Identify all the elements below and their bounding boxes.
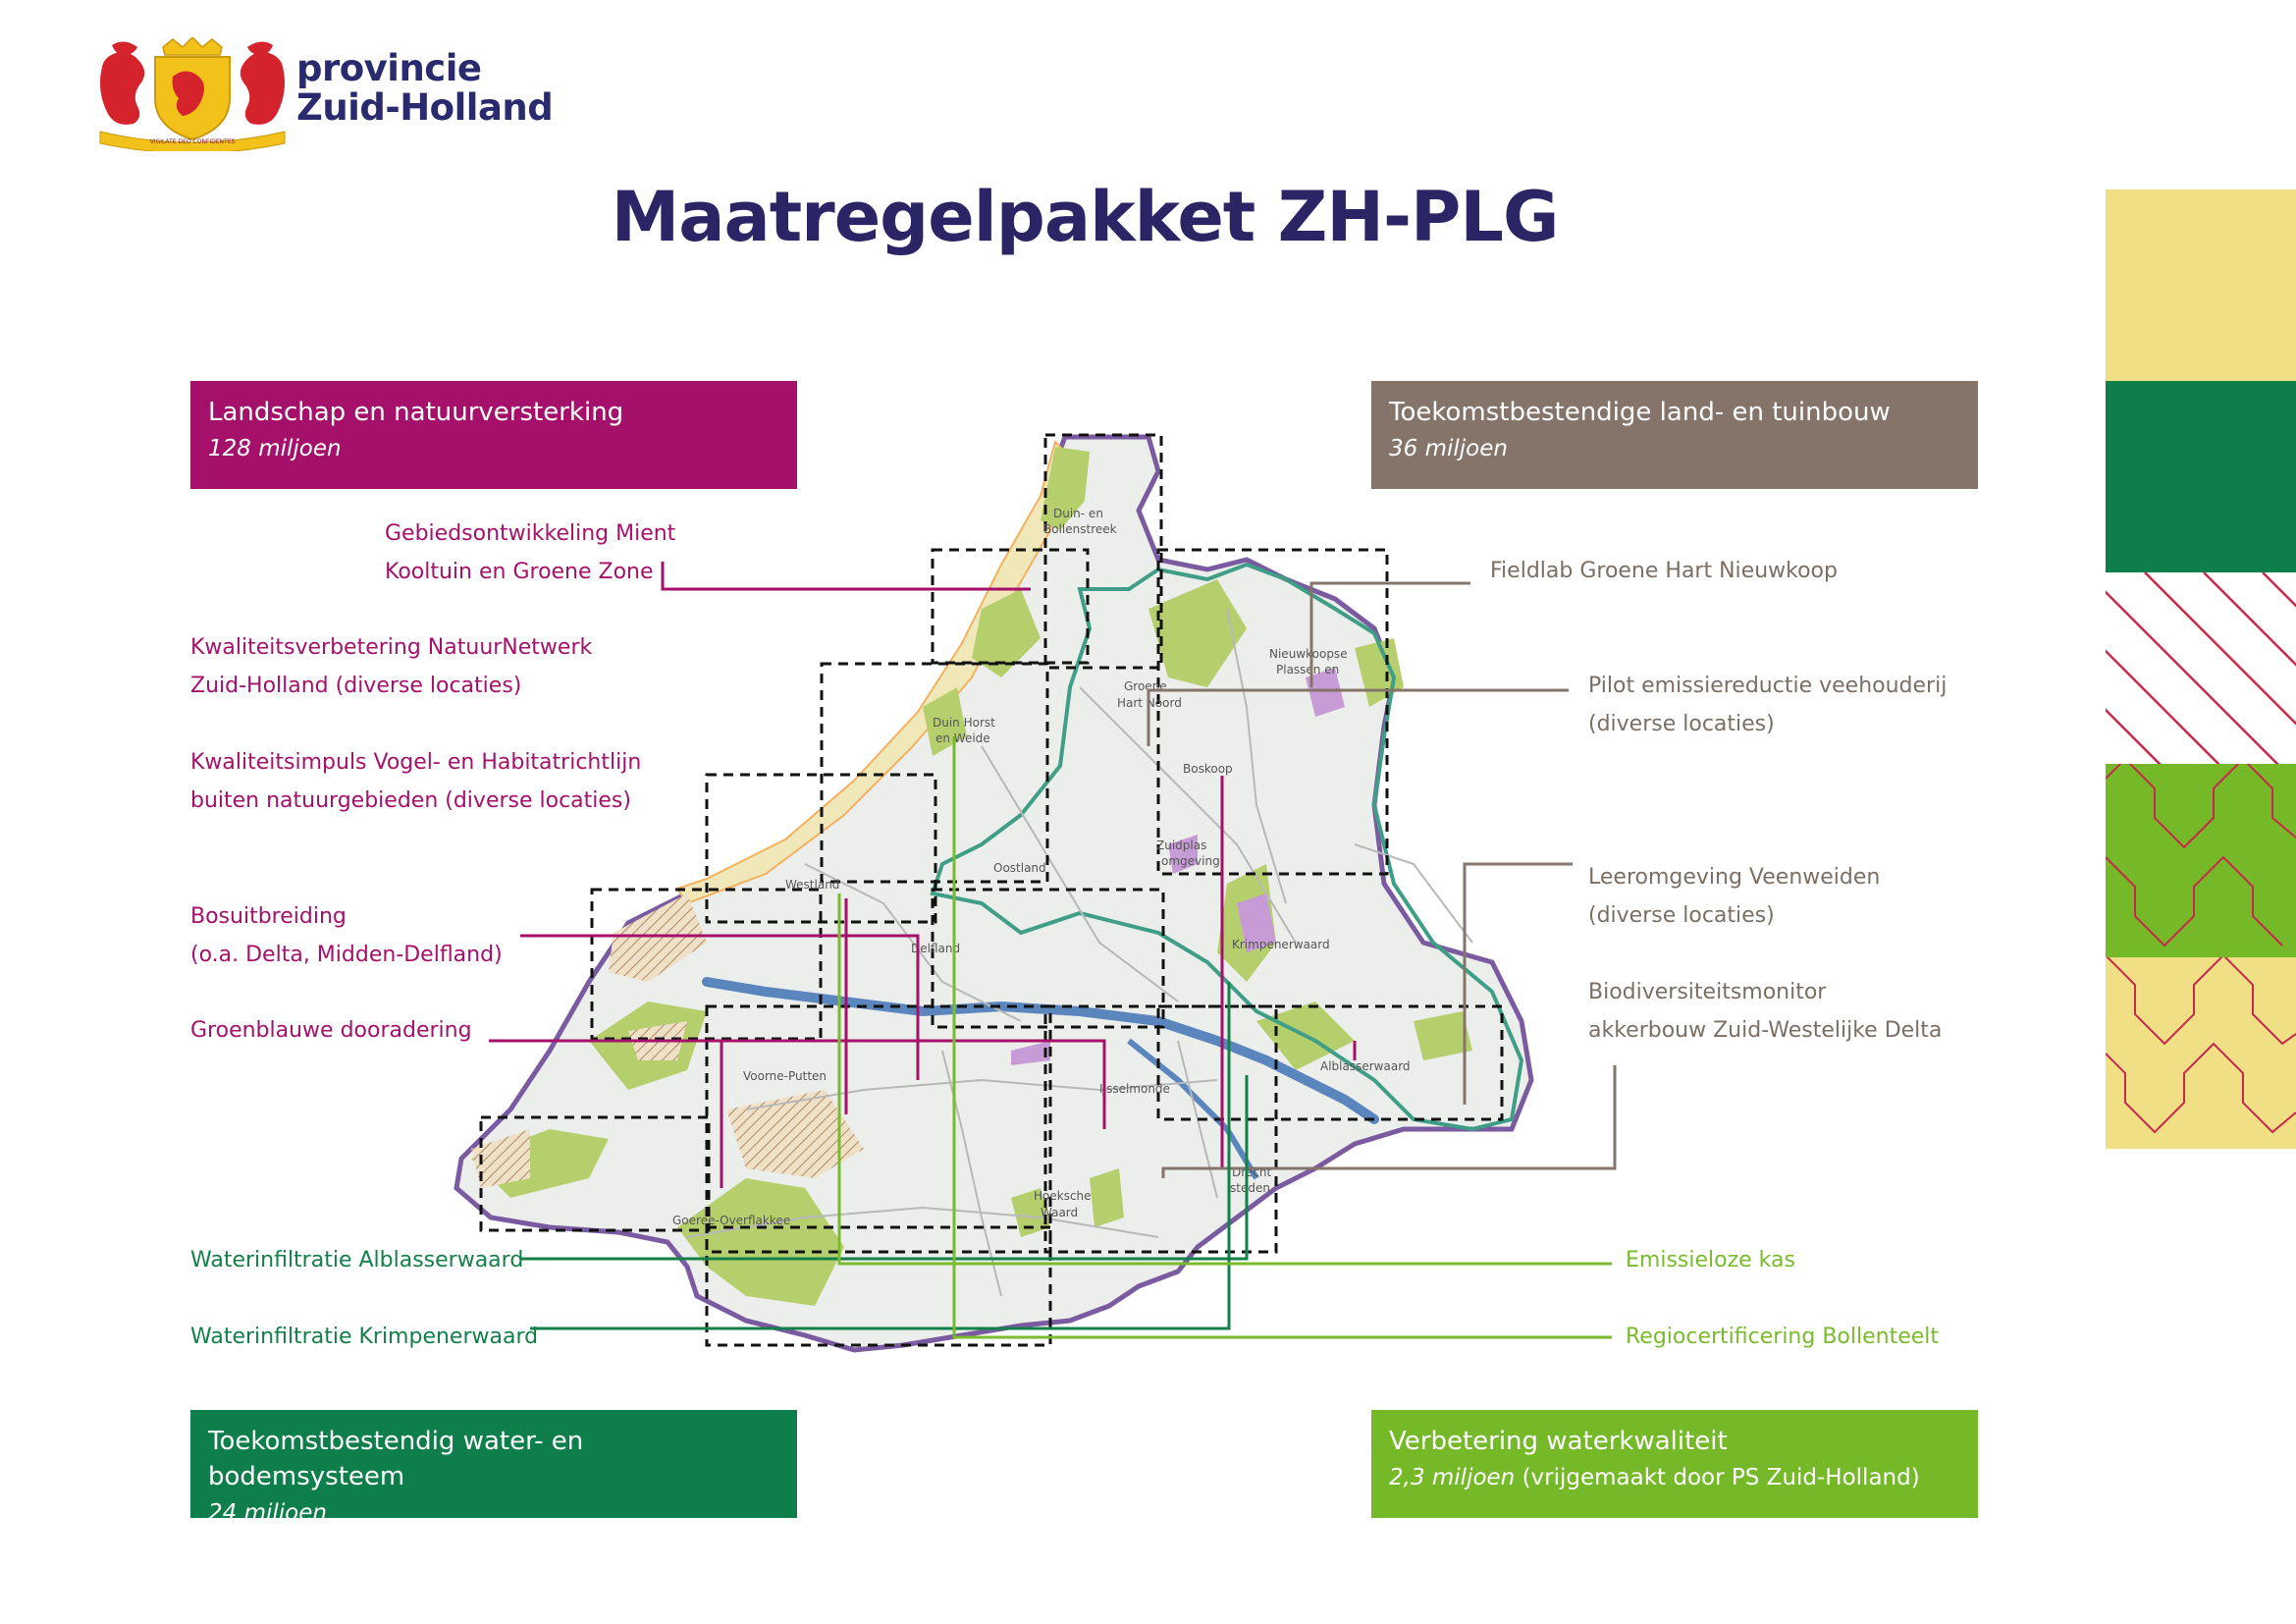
road-network <box>686 608 1473 1297</box>
map-label-krimpenerwaard: Krimpenerwaard <box>1232 938 1330 951</box>
province-name-line2: Zuid-Holland <box>296 86 554 129</box>
measure-groenblauwe-dooradering: Groenblauwe dooradering <box>190 1018 472 1043</box>
measure-emissieloze-kas: Emissieloze kas <box>1626 1248 1795 1272</box>
measure-leeromgeving-veenweiden: Leeromgeving Veenweiden (diverse locatie… <box>1588 858 1880 935</box>
measure-waterinfiltratie-alblasserwaard: Waterinfiltratie Alblasserwaard <box>190 1248 524 1272</box>
category-waterkwaliteit-budget-line: 2,3 miljoen (vrijgemaakt door PS Zuid-Ho… <box>1389 1459 1960 1496</box>
map-label-nieuwkoopse: Nieuwkoopse <box>1269 647 1348 661</box>
map-label-oostland: Oostland <box>993 861 1046 875</box>
frame-alblasserwaard <box>1156 1004 1504 1121</box>
map-label-goeree: Goeree-Overflakkee <box>672 1214 790 1227</box>
measure-biodiversiteitsmonitor-line1: Biodiversiteitsmonitor <box>1588 980 1827 1004</box>
frame-hoeksche <box>1043 1004 1278 1254</box>
strip-hatched-block <box>2106 572 2296 764</box>
map-label-zuidplas: Zuidplas <box>1156 839 1206 852</box>
measure-bosuitbreiding-line1: Bosuitbreiding <box>190 904 347 929</box>
leader-lines-land-tuinbouw <box>1147 581 1617 1178</box>
category-landschap: Landschap en natuurversterking 128 miljo… <box>190 381 797 489</box>
purple-nature-patches <box>1011 668 1345 1065</box>
measure-natuurnetwerk-line2: Zuid-Holland (diverse locaties) <box>190 674 522 698</box>
measure-mient-line1: Gebiedsontwikkeling Mient <box>385 521 676 546</box>
measure-leeromgeving-line2: (diverse locaties) <box>1588 903 1775 928</box>
measure-pilot-emissiereductie-line1: Pilot emissiereductie veehouderij <box>1588 674 1948 698</box>
measure-natuurnetwerk: Kwaliteitsverbetering NatuurNetwerk Zuid… <box>190 628 592 705</box>
area-frames <box>479 433 1504 1347</box>
map-label-hoeksche2: Waard <box>1041 1206 1078 1219</box>
province-name: provincie Zuid-Holland <box>296 47 554 129</box>
category-land-tuinbouw-title: Toekomstbestendige land- en tuinbouw <box>1389 398 1891 427</box>
category-landschap-title: Landschap en natuurversterking <box>208 398 624 427</box>
strip-yellow-block <box>2106 189 2296 381</box>
strip-lightgreen-block <box>2106 764 2296 957</box>
logo-motto: VIGILATE DEO CONFIDENTES <box>150 138 236 145</box>
map-label-duin2: Bollenstreek <box>1043 522 1117 536</box>
category-water-bodem-budget: 24 miljoen <box>208 1500 327 1526</box>
measure-pilot-emissiereductie: Pilot emissiereductie veehouderij (diver… <box>1588 667 1947 743</box>
map-label-duinhorst: Duin Horst <box>933 716 995 730</box>
frame-westland-north <box>705 773 937 924</box>
category-waterkwaliteit-note: (vrijgemaakt door PS Zuid-Holland) <box>1522 1465 1920 1490</box>
map-label-plassen: Plassen en <box>1276 663 1339 677</box>
measure-vogel-habitatrichtlijn-line1: Kwaliteitsimpuls Vogel- en Habitatrichtl… <box>190 750 642 775</box>
category-waterkwaliteit: Verbetering waterkwaliteit 2,3 miljoen (… <box>1371 1410 1978 1518</box>
river-oude-maas <box>1127 1038 1259 1180</box>
category-water-bodem: Toekomstbestendig water- en bodemsysteem… <box>190 1410 797 1526</box>
leader-lines-landschap <box>489 562 1357 1188</box>
measure-pilot-emissiereductie-line2: (diverse locaties) <box>1588 712 1775 736</box>
leader-lines-water-bodem <box>520 982 1249 1330</box>
map-label-ijsselmonde: IJsselmonde <box>1099 1082 1170 1096</box>
category-waterkwaliteit-budget: 2,3 miljoen <box>1389 1465 1516 1490</box>
map-label-delfland: Delfland <box>911 942 960 955</box>
map-label-duinhorst2: en Weide <box>935 731 990 745</box>
measure-natuurnetwerk-line1: Kwaliteitsverbetering NatuurNetwerk <box>190 635 593 660</box>
frame-voorne-south <box>705 1225 1052 1347</box>
measure-bosuitbreiding-line2: (o.a. Delta, Midden-Delfland) <box>190 943 503 967</box>
map-label-hoeksche: Hoeksche <box>1034 1189 1092 1203</box>
map-label-boskoop: Boskoop <box>1183 762 1233 776</box>
province-name-line1: provincie <box>296 47 482 89</box>
category-land-tuinbouw-budget: 36 miljoen <box>1389 436 1508 461</box>
map-label-drechtsteden2: steden <box>1230 1181 1270 1195</box>
map-label-westland: Westland <box>785 878 839 892</box>
dune-coast-area <box>675 440 1077 905</box>
measure-regiocertificering-bollenteelt: Regiocertificering Bollenteelt <box>1626 1325 1940 1349</box>
category-landschap-budget: 128 miljoen <box>208 436 342 461</box>
river-nieuwe-maas <box>702 977 1379 1124</box>
map-label-alblasserwaard: Alblasserwaard <box>1320 1059 1411 1073</box>
category-land-tuinbouw: Toekomstbestendige land- en tuinbouw 36 … <box>1371 381 1978 489</box>
measure-waterinfiltratie-krimpenerwaard: Waterinfiltratie Krimpenerwaard <box>190 1325 539 1349</box>
measure-mient-line2: Kooltuin en Groene Zone <box>385 560 654 584</box>
category-waterkwaliteit-title: Verbetering waterkwaliteit <box>1389 1427 1728 1456</box>
frame-duin-bollenstreek <box>1043 433 1163 670</box>
map-label-voorne: Voorne-Putten <box>743 1069 827 1083</box>
agricultural-hatched-areas <box>471 893 864 1188</box>
measure-mient: Gebiedsontwikkeling Mient Kooltuin en Gr… <box>385 514 675 591</box>
frame-groene-hart <box>1156 548 1389 876</box>
province-coat-of-arms-logo: VIGILATE DEO CONFIDENTES <box>99 37 286 151</box>
page-title: Maatregelpakket ZH-PLG <box>611 177 1560 257</box>
measure-fieldlab: Fieldlab Groene Hart Nieuwkoop <box>1490 559 1838 583</box>
strip-yellow-pattern-block <box>2106 957 2296 1149</box>
decorative-color-strip <box>2106 189 2296 1149</box>
category-water-bodem-title: Toekomstbestendig water- en bodemsysteem <box>208 1427 584 1491</box>
measure-leeromgeving-line1: Leeromgeving Veenweiden <box>1588 865 1881 890</box>
measure-biodiversiteitsmonitor: Biodiversiteitsmonitor akkerbouw Zuid-We… <box>1588 973 1942 1050</box>
map-label-duin: Duin- en <box>1053 507 1103 520</box>
frame-westland <box>590 888 823 1041</box>
leader-lines-waterkwaliteit <box>837 736 1612 1339</box>
measure-vogel-habitatrichtlijn: Kwaliteitsimpuls Vogel- en Habitatrichtl… <box>190 743 641 820</box>
measure-bosuitbreiding: Bosuitbreiding (o.a. Delta, Midden-Delfl… <box>190 897 503 974</box>
measure-biodiversiteitsmonitor-line2: akkerbouw Zuid-Westelijke Delta <box>1588 1018 1943 1043</box>
frame-delfland <box>931 888 1165 1029</box>
strip-darkgreen-block <box>2106 381 2296 572</box>
measure-vogel-habitatrichtlijn-line2: buiten natuurgebieden (diverse locaties) <box>190 788 631 813</box>
map-label-zuidplas2: omgeving <box>1161 854 1220 868</box>
frame-voorne <box>705 1004 1052 1254</box>
frame-goeree <box>479 1115 711 1232</box>
